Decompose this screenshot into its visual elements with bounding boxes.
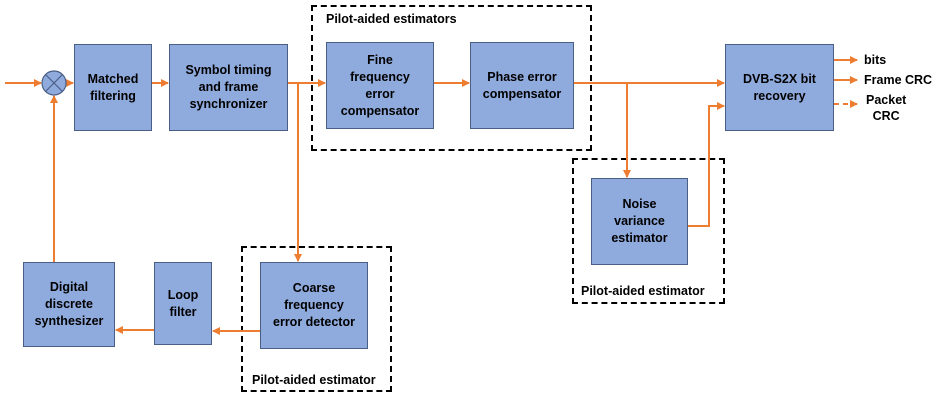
dvb-s2x-label: DVB-S2X bit recovery — [743, 71, 816, 103]
output-packet-crc-label: Packet CRC — [866, 93, 907, 123]
symbol-timing-label: Symbol timing and frame synchronizer — [185, 63, 272, 111]
group-label-noise-estimator: Pilot-aided estimator — [581, 284, 705, 298]
phase-error-block: Phase error compensator — [470, 42, 574, 129]
noise-variance-block: Noise variance estimator — [591, 178, 688, 265]
output-frame-crc-label: Frame CRC — [864, 73, 933, 87]
group-label-pilot-aided-estimators: Pilot-aided estimators — [326, 12, 457, 26]
coarse-detector-group — [241, 246, 392, 392]
pilot-aided-estimators-group — [311, 5, 592, 151]
matched-filtering-block: Matched filtering — [74, 44, 152, 131]
noise-variance-label: Noise variance estimator — [611, 197, 668, 245]
fine-frequency-label: Fine frequency error compensator — [340, 52, 420, 118]
loop-filter-label: Loop filter — [167, 287, 199, 319]
output-bits-label: bits — [864, 53, 887, 67]
dds-label: Digital discrete synthesizer — [34, 280, 104, 328]
loop-filter-block: Loop filter — [154, 262, 212, 345]
phase-error-label: Phase error compensator — [482, 69, 562, 101]
fine-frequency-block: Fine frequency error compensator — [326, 42, 434, 129]
group-label-coarse-detector: Pilot-aided estimator — [252, 373, 376, 387]
matched-filtering-label: Matched filtering — [87, 71, 139, 103]
coarse-frequency-label: Coarse frequency error detector — [273, 281, 355, 329]
coarse-frequency-block: Coarse frequency error detector — [260, 262, 368, 349]
noise-to-dvb-arrow — [688, 102, 725, 227]
multiplier-circle-icon — [41, 70, 67, 96]
dvb-s2x-block: DVB-S2X bit recovery — [725, 44, 834, 131]
symbol-timing-block: Symbol timing and frame synchronizer — [169, 44, 288, 131]
dds-block: Digital discrete synthesizer — [23, 262, 115, 347]
noise-estimator-group — [572, 158, 725, 304]
